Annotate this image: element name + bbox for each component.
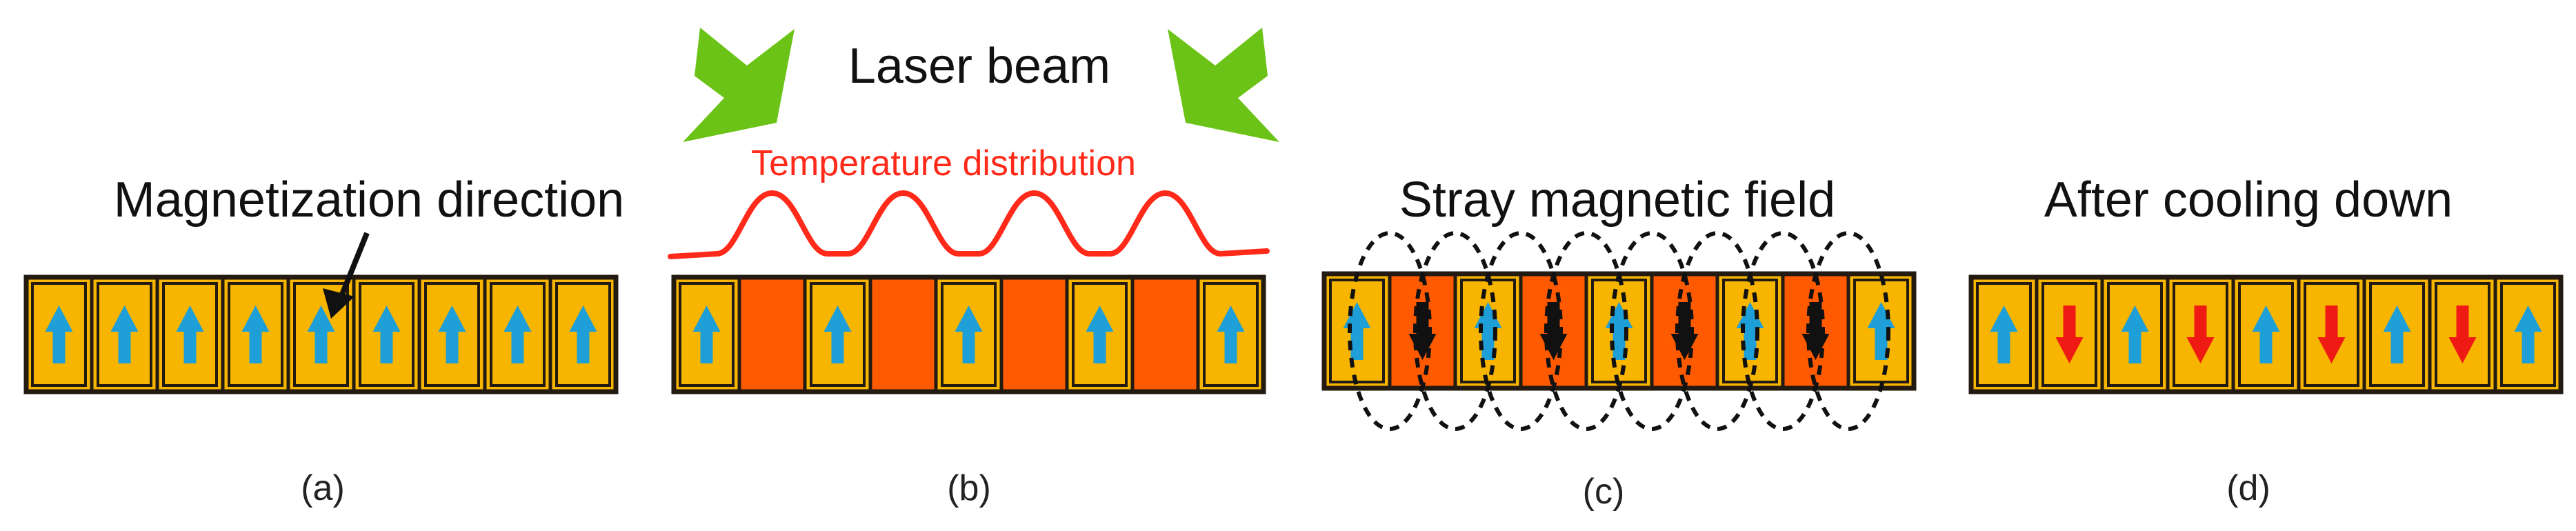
magnetization-down-arrow — [2448, 305, 2477, 363]
pointer-head — [323, 288, 355, 319]
magnetization-up-arrow — [307, 305, 335, 363]
cell-inner-frame — [1072, 282, 1128, 387]
dashed-field-loop-icon — [1675, 231, 1759, 431]
cell-inner-frame — [2500, 282, 2556, 387]
magnetization-up-arrow — [110, 305, 139, 363]
cell-inner-frame — [2369, 282, 2425, 387]
magnetization-up-arrow — [2121, 305, 2149, 363]
panel-d-cells — [1968, 274, 2564, 394]
magnetization-up-arrow — [569, 305, 597, 363]
magnetization-up-arrow — [955, 305, 983, 363]
magnetization-up-arrow — [2514, 305, 2542, 363]
heated-cell — [739, 277, 805, 392]
panel-a-caption: (a) — [301, 468, 345, 508]
cell-inner-frame — [97, 282, 152, 387]
cell-inner-frame — [359, 282, 415, 387]
cell-layer — [23, 271, 2564, 394]
temperature-distribution-label: Temperature distribution — [751, 143, 1136, 183]
magnetization-up-arrow — [2383, 305, 2411, 363]
dashed-field-loop-icon — [1348, 231, 1432, 431]
strip-border — [671, 274, 1266, 394]
overlay-layer — [323, 190, 1890, 431]
cell-inner-frame — [2041, 282, 2097, 387]
magnetization-up-arrow — [503, 305, 532, 363]
cell-inner-frame — [555, 282, 611, 387]
magnetization-up-arrow — [1990, 305, 2018, 363]
dashed-field-loop-icon — [1610, 231, 1694, 431]
panel-d-caption: (d) — [2226, 468, 2270, 508]
cell-inner-frame — [2107, 282, 2163, 387]
dashed-field-loop-icon — [1544, 231, 1628, 431]
heated-cell — [1132, 277, 1198, 392]
panel-a-cells — [23, 274, 619, 394]
magnetization-up-arrow — [176, 305, 204, 363]
dashed-field-loop-group — [1348, 231, 1890, 431]
dashed-field-loop-icon — [1479, 231, 1563, 431]
heated-cell — [1001, 277, 1067, 392]
cell-inner-frame — [1203, 282, 1259, 387]
cell-inner-frame — [679, 282, 735, 387]
laser-arrow-right — [1168, 28, 1279, 142]
panel-b-cells — [671, 274, 1266, 394]
magnetization-down-arrow — [2317, 305, 2346, 363]
dashed-field-loop-icon — [1741, 231, 1825, 431]
cell-inner-frame — [1976, 282, 2032, 387]
pointer-shaft — [338, 232, 370, 299]
panel-c-cells — [1321, 271, 1917, 391]
strip-border — [1968, 274, 2564, 394]
dashed-field-loop-icon — [1806, 231, 1890, 431]
laser-beam-label: Laser beam — [848, 39, 1110, 94]
magnetization-down-arrow — [2055, 305, 2084, 363]
dashed-field-loop-icon — [1413, 231, 1497, 431]
heated-cell — [870, 277, 936, 392]
magnetization-down-arrow — [2186, 305, 2215, 363]
cell-inner-frame — [2304, 282, 2359, 387]
laser-beam-left-icon — [683, 28, 795, 142]
cell-inner-frame — [31, 282, 87, 387]
temperature-curve-icon — [668, 190, 1270, 259]
cell-inner-frame — [162, 282, 218, 387]
panel-b-caption: (b) — [947, 468, 991, 508]
panel-a-title: Magnetization direction — [114, 172, 624, 228]
magnetization-up-arrow — [1217, 305, 1245, 363]
cell-inner-frame — [228, 282, 283, 387]
strip-border — [23, 274, 619, 394]
cell-inner-frame — [2435, 282, 2490, 387]
laser-arrow-left — [683, 28, 795, 142]
cell-inner-frame — [424, 282, 480, 387]
magnetization-up-arrow — [1343, 302, 1371, 360]
magnetization-up-arrow — [372, 305, 401, 363]
panel-d-title: After cooling down — [2044, 172, 2453, 228]
cell-inner-frame — [490, 282, 546, 387]
magnetization-up-arrow — [241, 305, 270, 363]
cell-inner-frame — [941, 282, 997, 387]
cell-inner-frame — [2173, 282, 2228, 387]
diagonal-pointer-icon — [323, 232, 370, 319]
magnetization-up-arrow — [823, 305, 852, 363]
panel-c-title: Stray magnetic field — [1399, 172, 1835, 228]
magnetization-up-arrow — [45, 305, 73, 363]
panel-c-caption: (c) — [1583, 472, 1625, 512]
cell-inner-frame — [2238, 282, 2294, 387]
magnetization-up-arrow — [2252, 305, 2280, 363]
laser-beam-right-icon — [1168, 28, 1279, 142]
cell-inner-frame — [293, 282, 349, 387]
magnetization-up-arrow — [692, 305, 721, 363]
magnetization-up-arrow — [438, 305, 466, 363]
cell-inner-frame — [810, 282, 866, 387]
magnetization-up-arrow — [1086, 305, 1114, 363]
background-layer — [683, 28, 1279, 142]
